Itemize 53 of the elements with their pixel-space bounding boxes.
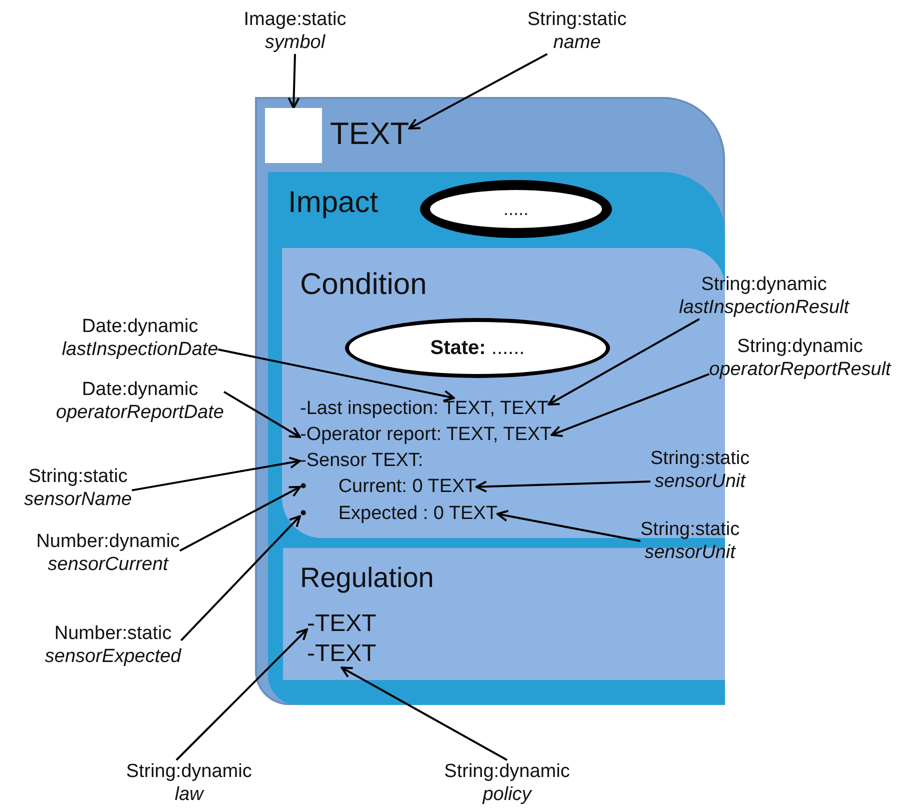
field-name: name <box>553 31 601 54</box>
type-label: String:static <box>527 8 627 31</box>
leader-arrow <box>408 53 548 130</box>
field-name: sensorName <box>24 488 132 511</box>
field-text: -Operator report: TEXT, TEXT <box>300 424 552 446</box>
type-label: String:static <box>650 447 750 470</box>
title-text: TEXT <box>330 116 410 152</box>
type-label: Date:dynamic <box>82 315 198 338</box>
field-name: sensorUnit <box>654 470 746 493</box>
status-oval: State: ...... <box>345 318 610 378</box>
field-name: sensorExpected <box>44 645 182 668</box>
field-name: law <box>174 783 204 806</box>
field-name: operatorReportResult <box>709 358 891 381</box>
leader-arrow <box>179 486 301 552</box>
type-label: String:dynamic <box>737 335 863 358</box>
type-label: Number:static <box>54 622 172 645</box>
bullet-item: • Current: 0 TEXT <box>300 476 476 498</box>
field-text: -Last inspection: TEXT, TEXT <box>300 398 549 420</box>
image-placeholder <box>265 108 322 163</box>
type-label: String:dynamic <box>701 273 827 296</box>
field-name: policy <box>482 783 532 806</box>
leader-arrow <box>475 480 650 493</box>
type-label: Image:static <box>244 8 346 31</box>
field-name: lastInspectionResult <box>678 296 850 319</box>
field-name: symbol <box>264 31 326 54</box>
field-name: sensorUnit <box>644 541 736 564</box>
leader-arrow <box>176 628 308 761</box>
bullet-item: • Expected : 0 TEXT <box>300 503 498 525</box>
leader-arrow <box>288 54 300 109</box>
type-label: String:dynamic <box>444 760 570 783</box>
leader-arrow <box>340 666 508 761</box>
section-heading: Impact <box>288 186 378 220</box>
leader-arrow <box>223 390 301 438</box>
type-label: String:dynamic <box>126 760 252 783</box>
status-oval: ..... <box>420 180 612 238</box>
leader-arrow <box>180 515 301 642</box>
field-text: -TEXT <box>307 640 376 668</box>
leader-arrow <box>550 373 710 437</box>
type-label: String:static <box>28 465 128 488</box>
field-name: sensorCurrent <box>48 553 168 576</box>
field-name: operatorReportDate <box>56 401 224 424</box>
leader-arrow <box>132 456 301 492</box>
type-label: String:static <box>640 518 740 541</box>
section-heading: Regulation <box>300 562 434 594</box>
field-name: lastInspectionDate <box>62 338 218 361</box>
leader-arrow <box>218 348 456 402</box>
leader-arrow <box>548 318 700 406</box>
field-text: -Sensor TEXT: <box>300 450 424 472</box>
section-heading: Condition <box>300 268 427 302</box>
leader-arrow <box>496 510 641 542</box>
type-label: Number:dynamic <box>36 530 180 553</box>
type-label: Date:dynamic <box>82 378 198 401</box>
field-text: -TEXT <box>307 610 376 638</box>
